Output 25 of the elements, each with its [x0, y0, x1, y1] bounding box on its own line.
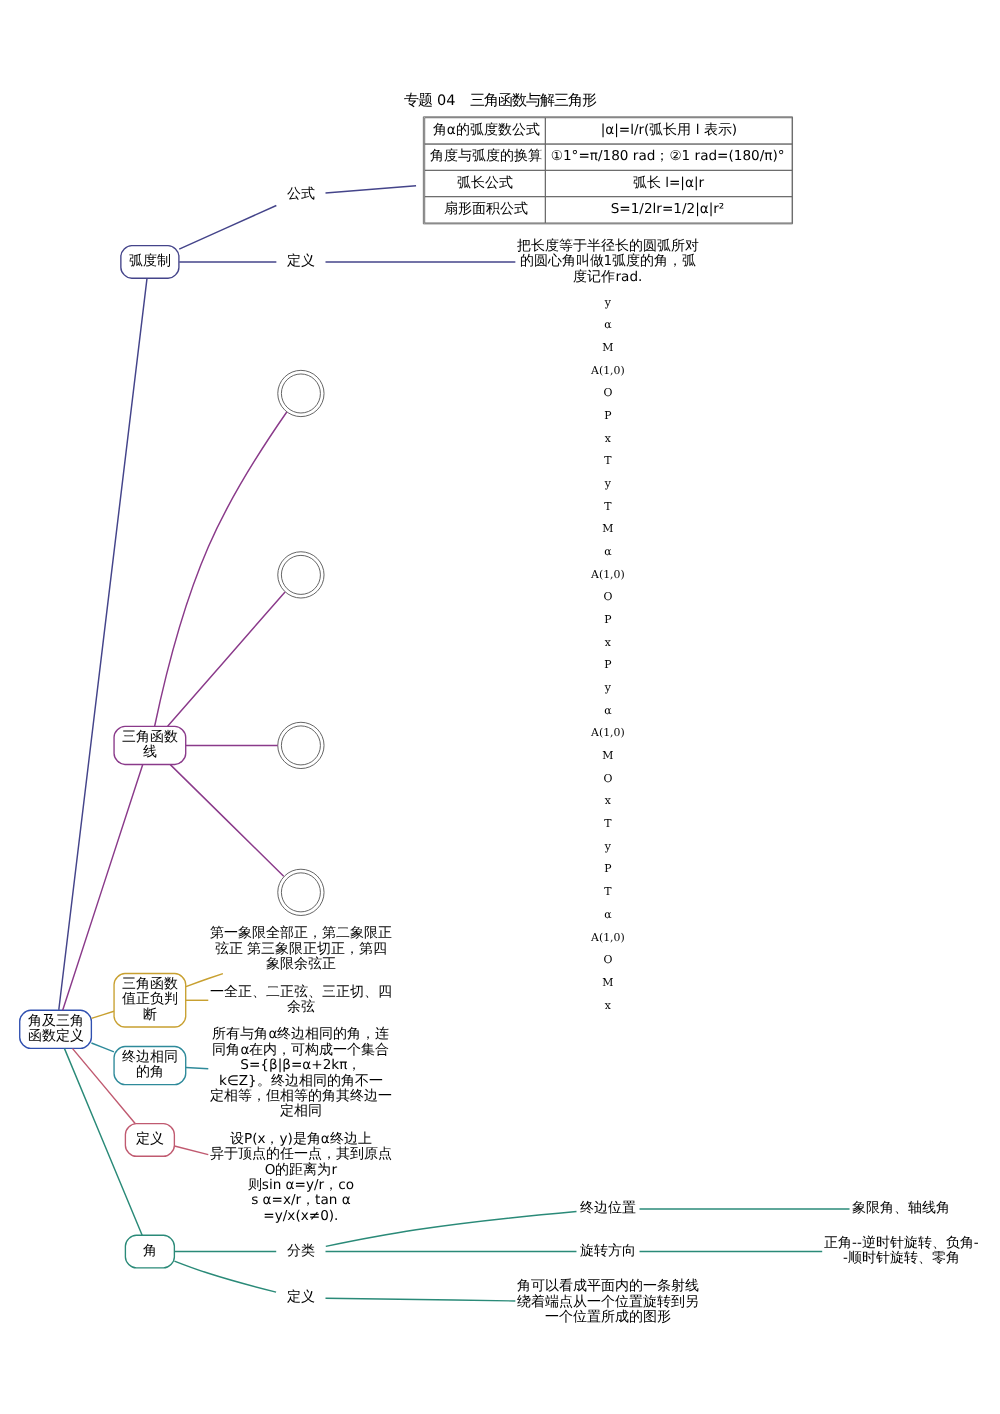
connector [166, 590, 286, 726]
connector [185, 971, 224, 987]
connector [173, 1249, 277, 1252]
connector [325, 1209, 578, 1247]
connector [185, 998, 209, 1000]
connector [638, 1249, 823, 1252]
connector [324, 260, 517, 262]
connector [185, 743, 279, 746]
connector [638, 1207, 851, 1209]
connector [324, 1296, 517, 1301]
connector [185, 1065, 209, 1069]
connector [90, 1041, 115, 1052]
connector [153, 410, 288, 726]
connector [90, 1009, 115, 1019]
connector [178, 203, 278, 249]
connector [63, 1046, 143, 1235]
connector [173, 1259, 277, 1292]
connector [173, 1144, 209, 1155]
connector [169, 762, 285, 877]
connector [71, 1046, 136, 1124]
connector [324, 1249, 578, 1252]
connector [61, 763, 144, 1010]
connector [58, 276, 148, 1010]
connector [324, 183, 417, 193]
connector [178, 260, 278, 262]
